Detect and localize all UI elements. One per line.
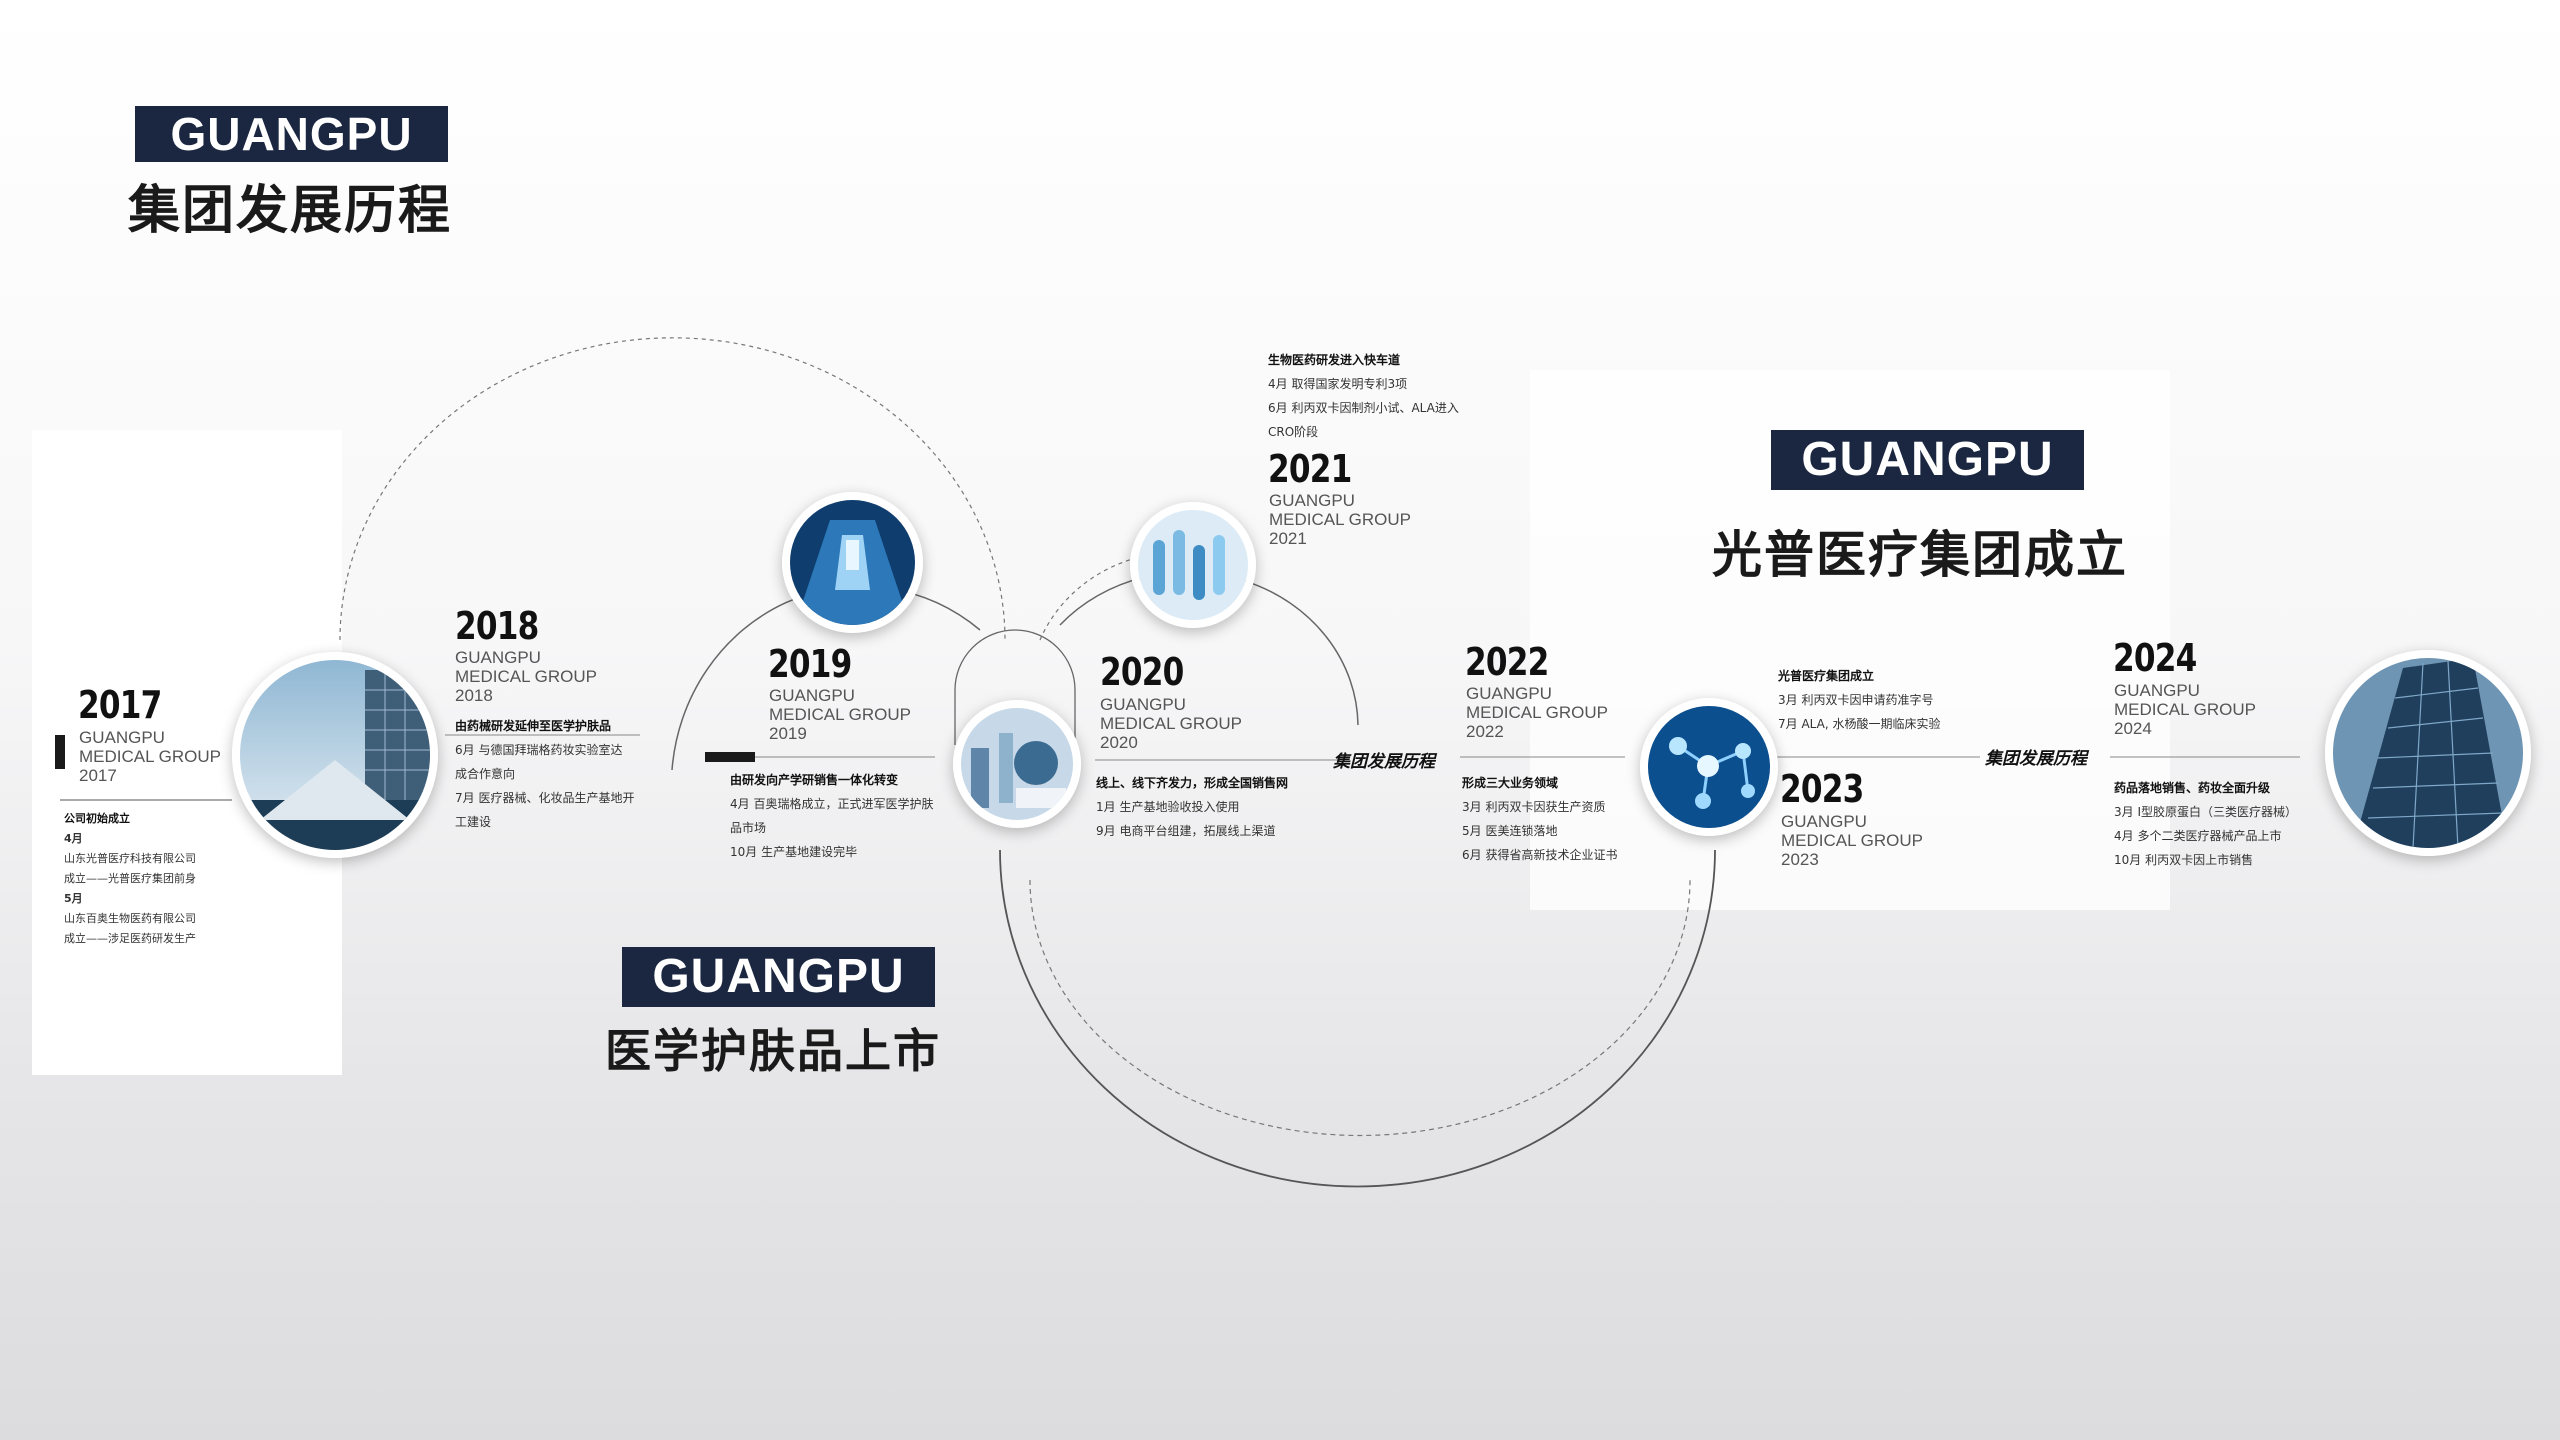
sub-line: 2022 bbox=[1466, 722, 1504, 741]
text-line: 5月 bbox=[64, 892, 83, 905]
text-line: 成立——光普医疗集团前身 bbox=[64, 872, 196, 885]
text-line: 山东百奥生物医药有限公司 bbox=[64, 912, 196, 925]
sub-line: 2019 bbox=[769, 724, 807, 743]
text-line: 6月 利丙双卡因制剂小试、ALA进入 bbox=[1268, 401, 1459, 415]
text-line: 9月 电商平台组建，拓展线上渠道 bbox=[1096, 824, 1276, 838]
milestone-text-2018: 由药械研发延伸至医学护肤品 6月 与德国拜瑞格药妆实验室达 成合作意向 7月 医… bbox=[455, 714, 634, 834]
text-line: 成合作意向 bbox=[455, 767, 516, 781]
text-line: 3月 利丙双卡因申请药准字号 bbox=[1778, 693, 1934, 707]
timeline-tag: 集团发展历程 bbox=[1985, 749, 2087, 769]
milestone-heading: 由药械研发延伸至医学护肤品 bbox=[455, 719, 612, 733]
sub-line: 2023 bbox=[1781, 850, 1819, 869]
sub-line: MEDICAL GROUP bbox=[1100, 714, 1243, 733]
milestone-text-2022: 形成三大业务领域 3月 利丙双卡因获生产资质 5月 医美连锁落地 6月 获得省高… bbox=[1462, 771, 1617, 867]
sub-line: GUANGPU bbox=[1100, 695, 1186, 714]
milestone-sub-2017: GUANGPU MEDICAL GROUP 2017 bbox=[79, 728, 221, 785]
text-line: 7月 ALA, 水杨酸一期临床实验 bbox=[1778, 717, 1941, 731]
year-2018: 2018 bbox=[455, 604, 539, 648]
text-line: 6月 获得省高新技术企业证书 bbox=[1462, 848, 1618, 862]
text-line: 4月 bbox=[64, 832, 83, 845]
text-line: 1月 生产基地验收投入使用 bbox=[1096, 800, 1240, 814]
sub-line: MEDICAL GROUP bbox=[2114, 700, 2257, 719]
text-line: 4月 取得国家发明专利3项 bbox=[1268, 377, 1408, 391]
sub-line: 2018 bbox=[455, 686, 493, 705]
year-2019: 2019 bbox=[768, 642, 852, 686]
test-tubes-photo bbox=[1130, 502, 1256, 628]
text-line: 3月 I型胶原蛋白（三类医疗器械） bbox=[2114, 805, 2297, 819]
milestone-text-2019: 由研发向产学研销售一体化转变 4月 百奥瑞格成立，正式进军医学护肤 品市场 10… bbox=[730, 768, 933, 864]
milestone-heading: 光普医疗集团成立 bbox=[1778, 669, 1875, 683]
milestone-text-2020: 线上、线下齐发力，形成全国销售网 1月 生产基地验收投入使用 9月 电商平台组建… bbox=[1096, 771, 1288, 843]
text-line: 4月 多个二类医疗器械产品上市 bbox=[2114, 829, 2282, 843]
building-sky-photo bbox=[232, 652, 438, 858]
sub-line: GUANGPU bbox=[1781, 812, 1867, 831]
sub-line: 2021 bbox=[1269, 529, 1307, 548]
milestone-sub-2024: GUANGPU MEDICAL GROUP 2024 bbox=[2114, 681, 2256, 738]
milestone-text-2017: 公司初始成立 4月 山东光普医疗科技有限公司 成立——光普医疗集团前身 5月 山… bbox=[64, 809, 196, 949]
milestone-heading: 药品落地销售、药妆全面升级 bbox=[2114, 781, 2271, 795]
year-2022: 2022 bbox=[1465, 640, 1549, 684]
text-line: 工建设 bbox=[455, 815, 492, 829]
timeline-tag: 集团发展历程 bbox=[1333, 752, 1435, 772]
text-line: 5月 医美连锁落地 bbox=[1462, 824, 1558, 838]
milestone-text-2024: 药品落地销售、药妆全面升级 3月 I型胶原蛋白（三类医疗器械） 4月 多个二类医… bbox=[2114, 776, 2297, 872]
founded-title: 光普医疗集团成立 bbox=[1712, 526, 2128, 584]
sub-line: MEDICAL GROUP bbox=[769, 705, 912, 724]
text-line: 山东光普医疗科技有限公司 bbox=[64, 852, 196, 865]
lab-glassware-photo bbox=[953, 700, 1081, 828]
year-2023: 2023 bbox=[1780, 767, 1864, 811]
text-line: 成立——涉足医药研发生产 bbox=[64, 932, 196, 945]
molecule-structure-photo bbox=[1640, 698, 1778, 836]
skincare-brand-banner: GUANGPU bbox=[622, 947, 935, 1007]
page-title: 集团发展历程 bbox=[128, 181, 453, 241]
milestone-heading: 线上、线下齐发力，形成全国销售网 bbox=[1096, 776, 1289, 790]
skincare-title: 医学护肤品上市 bbox=[605, 1024, 941, 1078]
text-line: 10月 生产基地建设完毕 bbox=[730, 845, 858, 859]
founded-brand-banner: GUANGPU bbox=[1771, 430, 2084, 490]
text-line: 7月 医疗器械、化妆品生产基地开 bbox=[455, 791, 635, 805]
milestone-sub-2020: GUANGPU MEDICAL GROUP 2020 bbox=[1100, 695, 1242, 752]
sub-line: GUANGPU bbox=[455, 648, 541, 667]
text-line: 3月 利丙双卡因获生产资质 bbox=[1462, 800, 1606, 814]
sub-line: GUANGPU bbox=[769, 686, 855, 705]
glass-skyscraper-photo bbox=[2325, 650, 2531, 856]
milestone-sub-2019: GUANGPU MEDICAL GROUP 2019 bbox=[769, 686, 911, 743]
sub-line: GUANGPU bbox=[79, 728, 165, 747]
sub-line: 2020 bbox=[1100, 733, 1138, 752]
sub-line: GUANGPU bbox=[1466, 684, 1552, 703]
milestone-sub-2021: GUANGPU MEDICAL GROUP 2021 bbox=[1269, 491, 1411, 548]
milestone-heading: 公司初始成立 bbox=[64, 812, 130, 825]
milestone-heading: 形成三大业务领域 bbox=[1462, 776, 1559, 790]
year-2017: 2017 bbox=[78, 683, 162, 727]
header-brand-banner: GUANGPU bbox=[135, 106, 448, 162]
year-2021: 2021 bbox=[1268, 447, 1352, 491]
milestone-text-2021: 生物医药研发进入快车道 4月 取得国家发明专利3项 6月 利丙双卡因制剂小试、A… bbox=[1268, 348, 1459, 444]
milestone-sub-2023: GUANGPU MEDICAL GROUP 2023 bbox=[1781, 812, 1923, 869]
sub-line: MEDICAL GROUP bbox=[455, 667, 598, 686]
year-2024: 2024 bbox=[2113, 636, 2197, 680]
text-line: 10月 利丙双卡因上市销售 bbox=[2114, 853, 2254, 867]
text-line: 6月 与德国拜瑞格药妆实验室达 bbox=[455, 743, 623, 757]
sub-line: MEDICAL GROUP bbox=[1269, 510, 1412, 529]
sub-line: MEDICAL GROUP bbox=[1781, 831, 1924, 850]
text-line: 品市场 bbox=[730, 821, 767, 835]
text-line: CRO阶段 bbox=[1268, 425, 1319, 439]
sub-line: MEDICAL GROUP bbox=[79, 747, 222, 766]
milestone-heading: 生物医药研发进入快车道 bbox=[1268, 353, 1401, 367]
sub-line: MEDICAL GROUP bbox=[1466, 703, 1609, 722]
sub-line: GUANGPU bbox=[2114, 681, 2200, 700]
sub-line: 2017 bbox=[79, 766, 117, 785]
sub-line: GUANGPU bbox=[1269, 491, 1355, 510]
laboratory-corridor-photo bbox=[782, 492, 923, 633]
text-line: 4月 百奥瑞格成立，正式进军医学护肤 bbox=[730, 797, 934, 811]
milestone-text-2023: 光普医疗集团成立 3月 利丙双卡因申请药准字号 7月 ALA, 水杨酸一期临床实… bbox=[1778, 664, 1940, 736]
milestone-sub-2022: GUANGPU MEDICAL GROUP 2022 bbox=[1466, 684, 1608, 741]
year-2020: 2020 bbox=[1100, 650, 1184, 694]
milestone-heading: 由研发向产学研销售一体化转变 bbox=[730, 773, 899, 787]
sub-line: 2024 bbox=[2114, 719, 2152, 738]
milestone-sub-2018: GUANGPU MEDICAL GROUP 2018 bbox=[455, 648, 597, 705]
